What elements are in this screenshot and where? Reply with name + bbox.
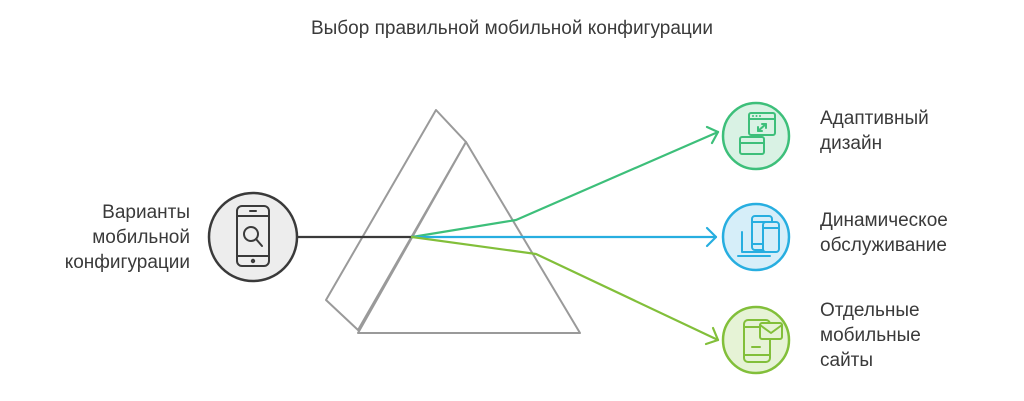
option-label-line: сайты: [820, 350, 874, 371]
option-label-line: обслуживание: [820, 235, 947, 256]
source-label: Варианты мобильной конфигурации: [60, 200, 190, 275]
beam-separate: [410, 235, 720, 346]
option-label-line: мобильные: [820, 325, 921, 346]
beam-adaptive: [410, 125, 720, 239]
prism: [325, 109, 581, 334]
phone-tablet-icon: [721, 202, 791, 272]
source-label-line: конфигурации: [64, 252, 190, 273]
option-label-line: Динамическое: [820, 210, 948, 231]
mobile-mail-icon: [721, 305, 791, 375]
source-label-line: мобильной: [92, 227, 190, 248]
responsive-layout-icon: [721, 101, 791, 171]
option-label-separate: Отдельные мобильные сайты: [820, 298, 1020, 373]
beam-dynamic: [410, 226, 718, 248]
option-label-line: Адаптивный: [820, 108, 929, 129]
option-label-line: дизайн: [820, 133, 883, 154]
option-label-line: Отдельные: [820, 300, 920, 321]
option-label-adaptive: Адаптивный дизайн: [820, 106, 1020, 156]
source-label-line: Варианты: [102, 202, 190, 223]
option-label-dynamic: Динамическое обслуживание: [820, 208, 1020, 258]
diagram-title: Выбор правильной мобильной конфигурации: [310, 18, 714, 39]
smartphone-search-icon: [207, 191, 299, 283]
